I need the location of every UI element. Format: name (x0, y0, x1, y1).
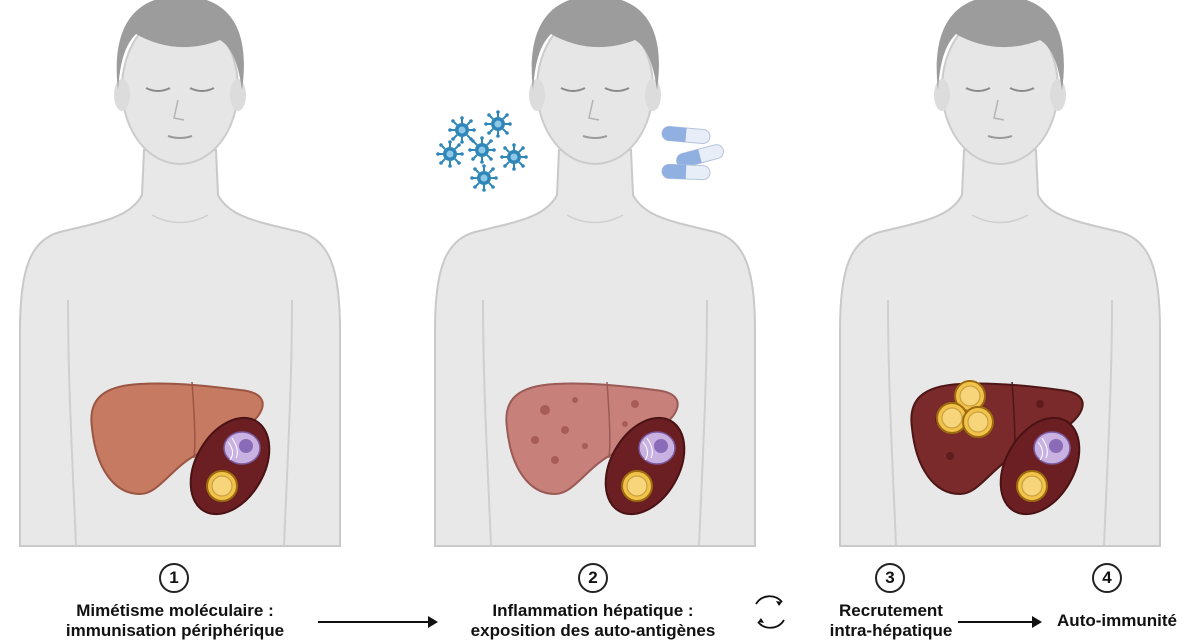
step-4-caption: Auto-immunité (1044, 611, 1190, 631)
lymphocyte-icon (963, 407, 993, 437)
step-1-caption-line-2: immunisation périphérique (50, 621, 300, 641)
step-2-caption: Inflammation hépatique : exposition des … (448, 601, 738, 641)
figure-3 (840, 0, 1160, 546)
step-3-caption-line-2: intra-hépatique (818, 621, 964, 641)
step-2-caption-line-2: exposition des auto-antigènes (448, 621, 738, 641)
virus-cluster (436, 110, 528, 192)
right-arrow-icon (318, 616, 438, 628)
virus-icon (468, 136, 496, 164)
lymphocyte-icon (937, 403, 967, 433)
right-arrow-icon (958, 616, 1042, 628)
drug-cluster (661, 126, 725, 180)
virus-icon (436, 140, 464, 168)
step-1-caption-line-1: Mimétisme moléculaire : (50, 601, 300, 621)
step-4-caption-line-1: Auto-immunité (1044, 611, 1190, 631)
virus-icon (484, 110, 512, 138)
virus-icon (470, 164, 498, 192)
figure-1 (20, 0, 340, 546)
figure-2 (435, 0, 755, 546)
step-1-number: 1 (159, 563, 189, 593)
pill-capsule-icon (662, 164, 710, 180)
step-3-caption-line-1: Recrutement (818, 601, 964, 621)
cycle-arrows-icon (756, 596, 784, 628)
virus-icon (500, 143, 528, 171)
step-3-caption: Recrutement intra-hépatique (818, 601, 964, 641)
step-3-number: 3 (875, 563, 905, 593)
pill-capsule-icon (661, 126, 710, 144)
step-2-caption-line-1: Inflammation hépatique : (448, 601, 738, 621)
step-4-number: 4 (1092, 563, 1122, 593)
step-2-number: 2 (578, 563, 608, 593)
virus-icon (448, 116, 476, 144)
step-1-caption: Mimétisme moléculaire : immunisation pér… (50, 601, 300, 641)
